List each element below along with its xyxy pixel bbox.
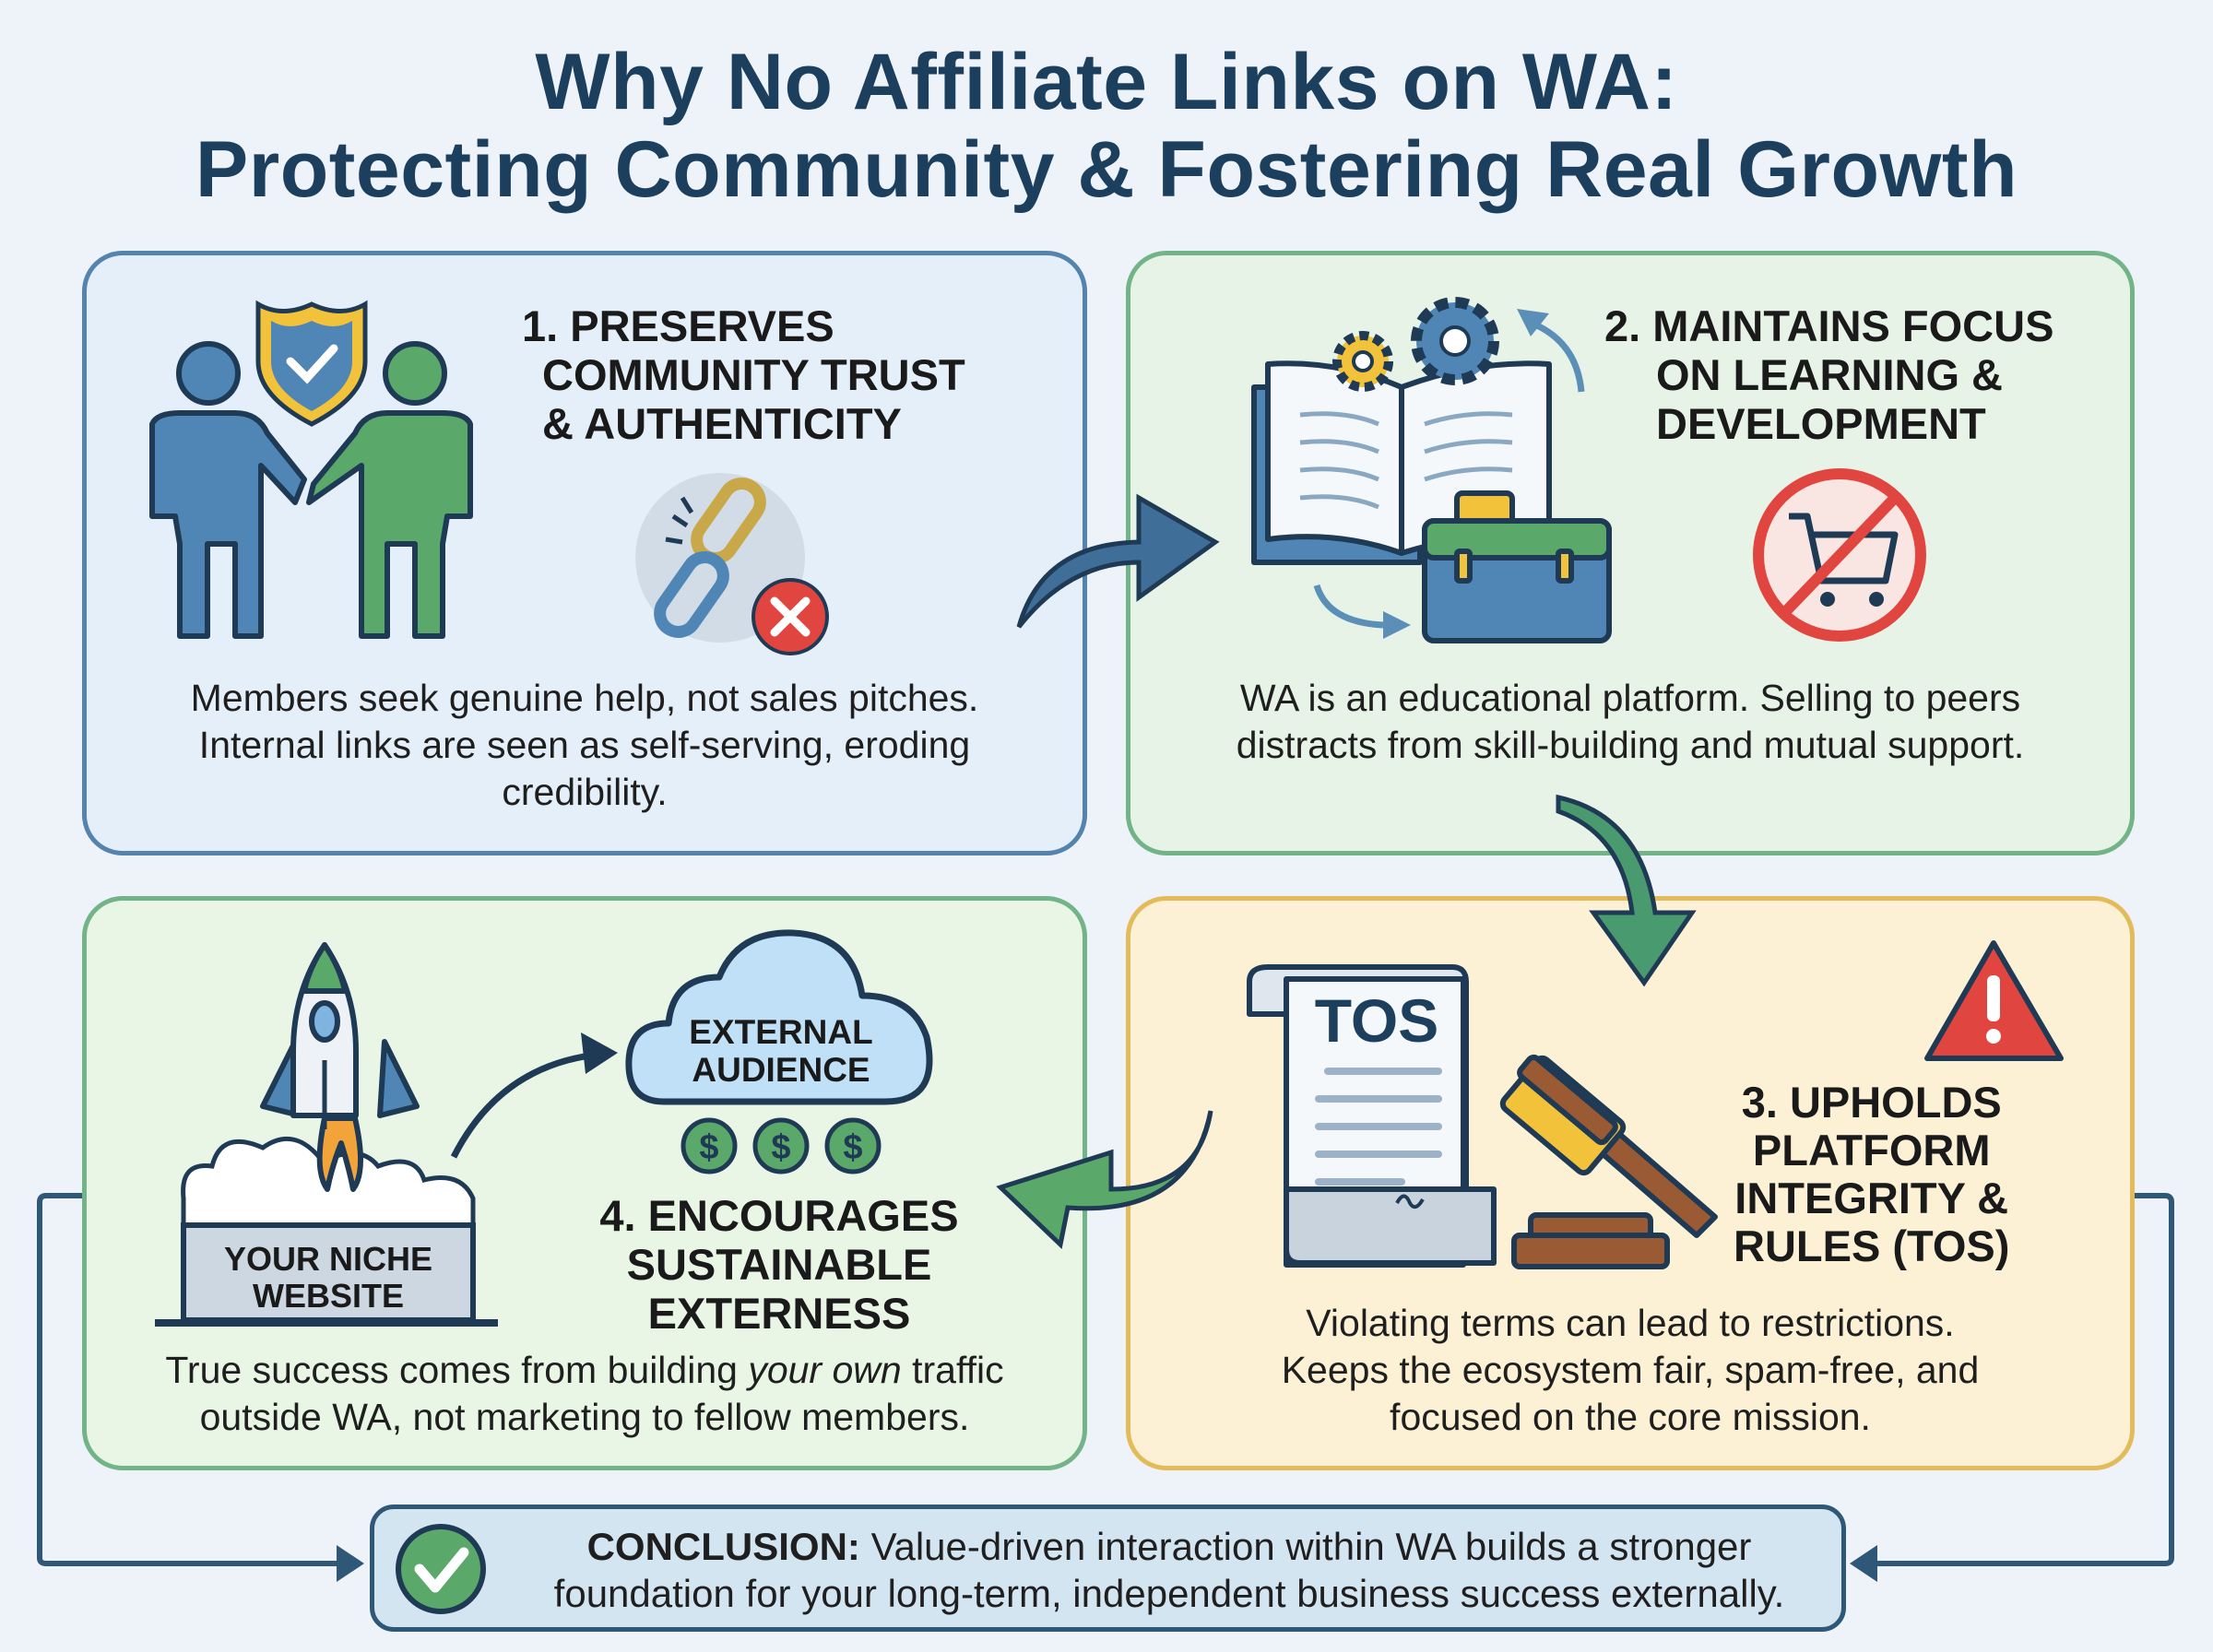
panel-4-body-emphasis: your own [748,1349,902,1391]
red-x-icon [751,578,829,655]
panel-4-heading-line: SUSTAINABLE [626,1240,932,1289]
panel-4-heading: 4. ENCOURAGES SUSTAINABLE EXTERNESS [553,1191,1005,1338]
panel-2-heading-line: 2. MAINTAINS FOCUS [1604,301,2054,350]
panel-4-body-text: True success comes from building [165,1349,749,1391]
panel-3-heading-line: PLATFORM [1752,1126,1991,1174]
warning-triangle-icon [1924,940,2064,1061]
panel-1-heading-line: 1. PRESERVES [522,301,834,350]
panel-1-body-line: credibility. [502,771,668,813]
website-label-2: WEBSITE [253,1277,404,1315]
website-icon [155,1222,498,1327]
panel-1-body: Members seek genuine help, not sales pit… [82,675,1087,816]
panel-2-heading-line: DEVELOPMENT [1656,399,1986,448]
arrow-to-panel-3 [1556,794,1697,987]
rocket-to-audience-arrow [450,1052,591,1159]
right-connector-arrow [1872,1193,2174,1566]
panel-1-heading-line: COMMUNITY TRUST [542,350,965,399]
panel-learning-focus [1126,251,2135,856]
panel-3-heading-line: INTEGRITY & [1734,1174,2009,1222]
coin-symbol-2: $ [771,1128,790,1167]
tos-scroll-icon [1247,964,1497,1268]
panel-3-heading-line: 3. UPHOLDS [1741,1078,2002,1127]
briefcase-icon [1313,490,1612,643]
handshake-people-icon [149,341,473,639]
no-shopping-cart-icon [1753,468,1926,642]
title-line-1: Why No Affiliate Links on WA: [535,38,1678,126]
panel-2-heading-line: ON LEARNING & [1656,350,2003,399]
panel-2-heading: 2. MAINTAINS FOCUS ON LEARNING & DEVELOP… [1604,301,2053,448]
website-label-1: YOUR NICHE [224,1240,432,1278]
check-circle-icon [396,1524,486,1614]
panel-3-body-line: focused on the core mission. [1390,1396,1871,1438]
panel-3-heading-line: RULES (TOS) [1734,1221,2010,1270]
cloud-label-2: AUDIENCE [692,1051,870,1089]
arrow-to-panel-2 [1016,493,1220,629]
panel-4-heading-line: 4. ENCOURAGES [599,1191,959,1240]
panel-3-body: Violating terms can lead to restrictions… [1126,1300,2135,1441]
conclusion-body: Value-driven interaction within WA build… [553,1525,1785,1615]
left-connector-arrowhead [337,1545,364,1582]
conclusion-label: CONCLUSION: [586,1525,860,1568]
cloud-icon [625,929,933,1105]
panel-3-body-line: Violating terms can lead to restrictions… [1306,1302,1955,1344]
title-line-2: Protecting Community & Fostering Real Gr… [195,125,2018,214]
coin-symbol-1: $ [699,1128,718,1167]
panel-3-body-line: Keeps the ecosystem fair, spam-free, and [1281,1349,1980,1391]
panel-4-heading-line: EXTERNESS [647,1289,911,1338]
left-connector-arrow [37,1193,341,1566]
panel-1-heading-line: & AUTHENTICITY [542,399,902,448]
panel-4-body-line-2: outside WA, not marketing to fellow memb… [199,1396,970,1438]
cloud-label-1: EXTERNAL [689,1013,872,1051]
arrow-to-panel-4 [996,1110,1213,1249]
panel-1-heading: 1. PRESERVES COMMUNITY TRUST & AUTHENTIC… [522,301,965,448]
shield-check-icon [255,300,368,427]
tos-scroll-label: TOS [1315,986,1438,1055]
panel-1-body-line: Members seek genuine help, not sales pit… [190,677,979,719]
panel-1-body-line: Internal links are seen as self-serving,… [198,724,971,766]
rocket-icon [260,942,420,1192]
panel-2-body-line: WA is an educational platform. Selling t… [1239,677,2021,719]
rocket-to-audience-arrowhead [581,1032,618,1074]
gears-icon [1332,297,1585,393]
panel-4-body-line-1: True success comes from building your ow… [82,1347,1087,1394]
panel-3-heading: 3. UPHOLDS PLATFORM INTEGRITY & RULES (T… [1734,1079,2009,1270]
panel-4-body: True success comes from building your ow… [82,1347,1087,1441]
panel-4-body-text: traffic [901,1349,1004,1391]
panel-2-body-line: distracts from skill-building and mutual… [1236,724,2025,766]
gavel-icon [1499,1054,1718,1269]
dollar-coins-icon [680,1117,882,1174]
panel-2-body: WA is an educational platform. Selling t… [1126,675,2135,769]
right-connector-arrowhead [1850,1545,1877,1582]
conclusion-text: CONCLUSION: Value-driven interaction wit… [505,1523,1833,1617]
conclusion-box [370,1504,1846,1632]
coin-symbol-3: $ [843,1128,862,1167]
